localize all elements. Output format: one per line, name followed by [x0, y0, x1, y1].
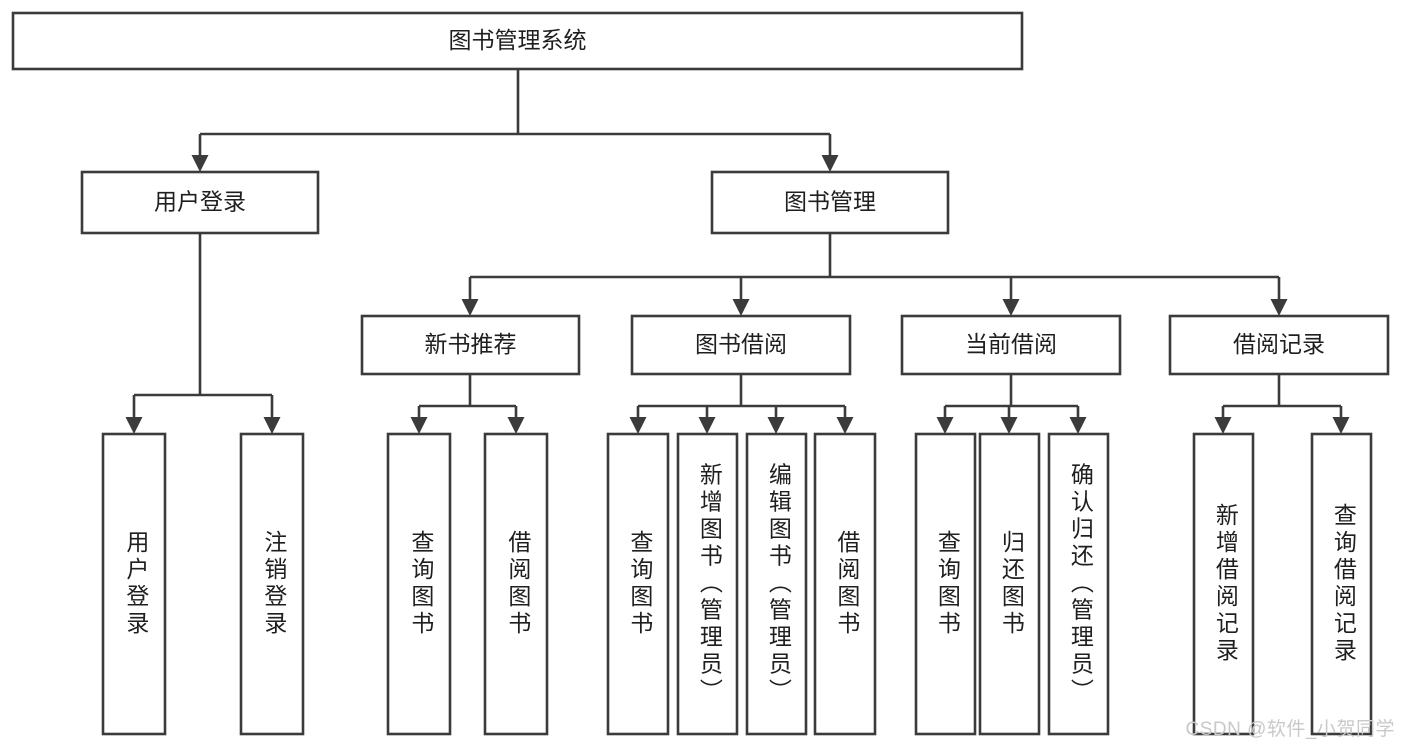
- node-label: 查询图书: [934, 530, 961, 638]
- node-box: [239, 432, 305, 736]
- connector-book-borrow-to-leaves: [629, 374, 854, 434]
- node-label: 查询图书: [627, 530, 654, 638]
- node-borrow-record[interactable]: 借阅记录: [1168, 314, 1390, 376]
- node-label: 新书推荐: [425, 331, 517, 357]
- node-book-borrow[interactable]: 图书借阅: [630, 314, 852, 376]
- node-label: 查询图书: [408, 530, 435, 638]
- node-leaf-borrow-book-1[interactable]: 借阅图书: [483, 432, 549, 736]
- node-book-manage[interactable]: 图书管理: [710, 170, 950, 235]
- node-leaf-confirm-return[interactable]: 确认归还（管理员）: [1047, 432, 1110, 736]
- node-box: [630, 314, 852, 376]
- arrow-head-icon: [629, 417, 647, 434]
- node-box: [101, 432, 167, 736]
- node-box: [11, 11, 1024, 71]
- node-leaf-logout[interactable]: 注销登录: [239, 432, 305, 736]
- node-leaf-add-book[interactable]: 新增图书（管理员）: [676, 432, 739, 736]
- node-user-login[interactable]: 用户登录: [80, 170, 320, 235]
- arrow-head-icon: [1000, 417, 1018, 434]
- node-label: 当前借阅: [965, 331, 1057, 357]
- node-box: [1310, 432, 1373, 736]
- connector-new-book-recommend-to-leaves: [410, 374, 525, 434]
- connectors-layer: [125, 69, 1350, 434]
- node-box: [813, 432, 877, 736]
- node-leaf-query-record[interactable]: 查询借阅记录: [1310, 432, 1373, 736]
- arrow-head-icon: [410, 417, 428, 434]
- node-box: [1047, 432, 1110, 736]
- node-new-book-recommend[interactable]: 新书推荐: [360, 314, 581, 376]
- node-图书管理系统[interactable]: 图书管理系统: [11, 11, 1024, 71]
- node-leaf-edit-book[interactable]: 编辑图书（管理员）: [745, 432, 808, 736]
- arrow-head-icon: [936, 417, 954, 434]
- node-leaf-borrow-book-2[interactable]: 借阅图书: [813, 432, 877, 736]
- node-label: 用户登录: [154, 189, 246, 215]
- node-box: [1168, 314, 1390, 376]
- arrow-head-icon: [507, 417, 525, 434]
- node-box: [745, 432, 808, 736]
- node-box: [1192, 432, 1255, 736]
- node-label: 图书管理系统: [449, 27, 587, 53]
- nodes-layer: 图书管理系统用户登录图书管理新书推荐图书借阅当前借阅借阅记录用户登录注销登录查询…: [11, 11, 1390, 736]
- node-leaf-return-book[interactable]: 归还图书: [978, 432, 1041, 736]
- node-label: 图书借阅: [695, 331, 787, 357]
- node-label: 新增图书（管理员）: [696, 463, 723, 706]
- arrow-head-icon: [1069, 417, 1087, 434]
- node-leaf-query-book-2[interactable]: 查询图书: [606, 432, 670, 736]
- arrow-head-icon: [125, 417, 143, 434]
- node-label: 归还图书: [998, 530, 1025, 638]
- node-leaf-query-book-3[interactable]: 查询图书: [914, 432, 977, 736]
- connector-current-borrow-to-leaves: [936, 374, 1087, 434]
- node-leaf-add-record[interactable]: 新增借阅记录: [1192, 432, 1255, 736]
- arrow-head-icon: [1214, 417, 1232, 434]
- node-box: [676, 432, 739, 736]
- connector-root-to-level2: [191, 69, 839, 172]
- node-box: [80, 170, 320, 235]
- node-box: [914, 432, 977, 736]
- node-leaf-query-book-1[interactable]: 查询图书: [386, 432, 452, 736]
- node-label: 借阅图书: [834, 530, 861, 638]
- arrow-head-icon: [1332, 417, 1350, 434]
- arrow-head-icon: [263, 417, 281, 434]
- node-label: 编辑图书（管理员）: [765, 463, 792, 706]
- arrow-head-icon: [836, 417, 854, 434]
- node-box: [360, 314, 581, 376]
- arrow-head-icon: [461, 299, 479, 316]
- arrow-head-icon: [698, 417, 716, 434]
- node-leaf-user-login[interactable]: 用户登录: [101, 432, 167, 736]
- node-label: 注销登录: [261, 530, 288, 638]
- node-label: 借阅图书: [505, 530, 532, 638]
- node-box: [483, 432, 549, 736]
- node-box: [606, 432, 670, 736]
- node-box: [386, 432, 452, 736]
- connector-level2-book-manage-to-level3: [461, 233, 1288, 316]
- node-box: [710, 170, 950, 235]
- node-label: 用户登录: [123, 530, 150, 638]
- node-box: [978, 432, 1041, 736]
- arrow-head-icon: [732, 299, 750, 316]
- arrow-head-icon: [191, 155, 209, 172]
- node-label: 确认归还（管理员）: [1067, 463, 1094, 706]
- arrow-head-icon: [1270, 299, 1288, 316]
- node-label: 图书管理: [784, 189, 876, 215]
- connector-user-login-to-leaves: [125, 233, 281, 434]
- arrow-head-icon: [821, 155, 839, 172]
- arrow-head-icon: [1002, 299, 1020, 316]
- node-box: [900, 314, 1122, 376]
- connector-borrow-record-to-leaves: [1214, 374, 1350, 434]
- node-label: 借阅记录: [1233, 331, 1325, 357]
- arrow-head-icon: [767, 417, 785, 434]
- node-label: 查询借阅记录: [1330, 503, 1357, 665]
- node-label: 新增借阅记录: [1212, 503, 1239, 665]
- node-current-borrow[interactable]: 当前借阅: [900, 314, 1122, 376]
